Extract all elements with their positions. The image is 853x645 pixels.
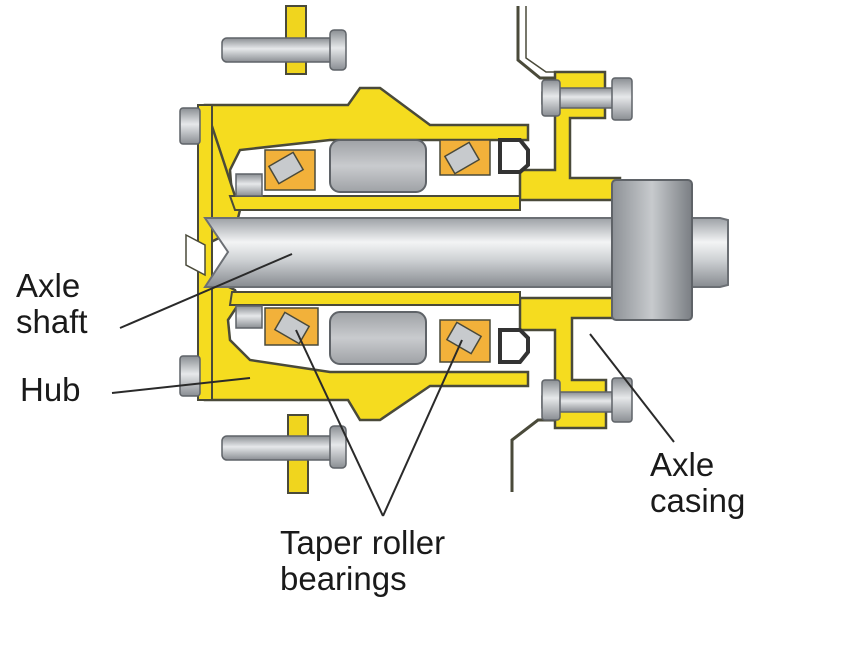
taper-roller-bearing-inner-top [264,149,316,191]
leader-hub [111,377,251,394]
hub [185,86,530,422]
wheel-stud-top [221,29,347,71]
wheel-stud-bottom [221,425,347,469]
oil-seal [498,138,530,364]
bearing-nut [235,173,263,329]
taper-roller-bearing-inner-bottom [264,307,319,346]
casing-bolt-top [541,77,633,121]
label-axle-casing: Axle casing [650,447,745,519]
leader-bearing-left [295,329,384,517]
leader-axle-casing [589,333,675,443]
label-hub: Hub [20,371,81,408]
label-casing-line2: casing [650,482,746,519]
shaft-flange [611,179,693,321]
bearing-spacer [329,139,427,365]
hub-inner-sleeve [228,195,521,306]
label-taper-line2: bearings [280,560,407,597]
casing-bolt-bottom [541,377,633,423]
taper-roller-bearing-outer-bottom [439,319,491,363]
label-axle-shaft-line2: shaft [16,303,88,340]
leader-lines [111,253,675,517]
label-casing-line1: Axle [650,446,715,483]
label-taper-roller-bearings: Taper roller bearings [280,525,445,597]
taper-roller-bearing-outer-top [439,139,491,176]
label-axle-shaft: Axle shaft [16,268,88,340]
label-axle-shaft-line1: Axle [16,267,81,304]
label-taper-line1: Taper roller [280,524,446,561]
leader-axle-shaft [119,253,293,329]
leader-bearing-right [382,339,463,517]
